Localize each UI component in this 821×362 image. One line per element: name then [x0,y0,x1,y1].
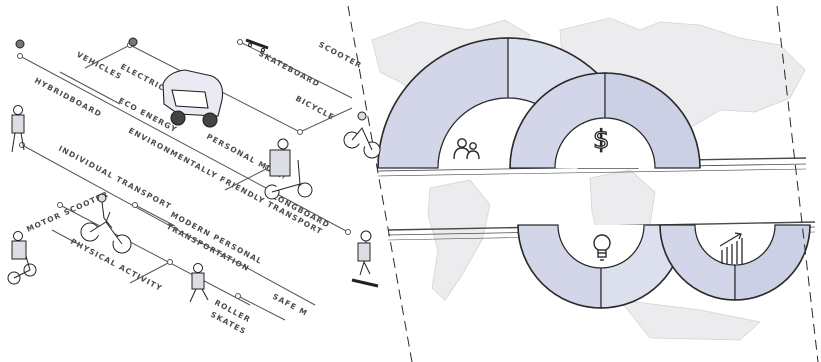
label-individual-transport: INDIVIDUAL TRANSPORT [57,144,173,211]
bicycle-icon [343,111,381,159]
growth-chart-icon [719,232,743,264]
mindmap-nodes [17,39,351,299]
electric-car-icon [162,69,224,128]
lightbulb-icon [593,234,611,261]
scooter-rider-icon [264,138,313,200]
svg-text:$: $ [593,125,610,155]
skateboard-icon [245,38,269,52]
half-ring-growth [659,224,811,301]
bicycle-rider-icon [80,193,132,254]
dashed-dividers [347,5,819,362]
longboard-rider-icon [351,230,379,288]
label-safe: SAFE M [271,292,309,318]
roller-skater-icon [189,263,209,303]
label-vehicles: VEHICLES [75,50,124,82]
half-ring-economy [509,72,701,169]
walking-person-icon [11,105,25,153]
motor-scooter-rider-icon [7,231,37,285]
helmet-icon [15,37,138,49]
label-skateboard: SKATEBOARD [257,49,322,89]
label-bicycle: BICYCLE [294,94,336,122]
people-icon [453,138,480,160]
dollar-icon: $ [592,124,610,155]
